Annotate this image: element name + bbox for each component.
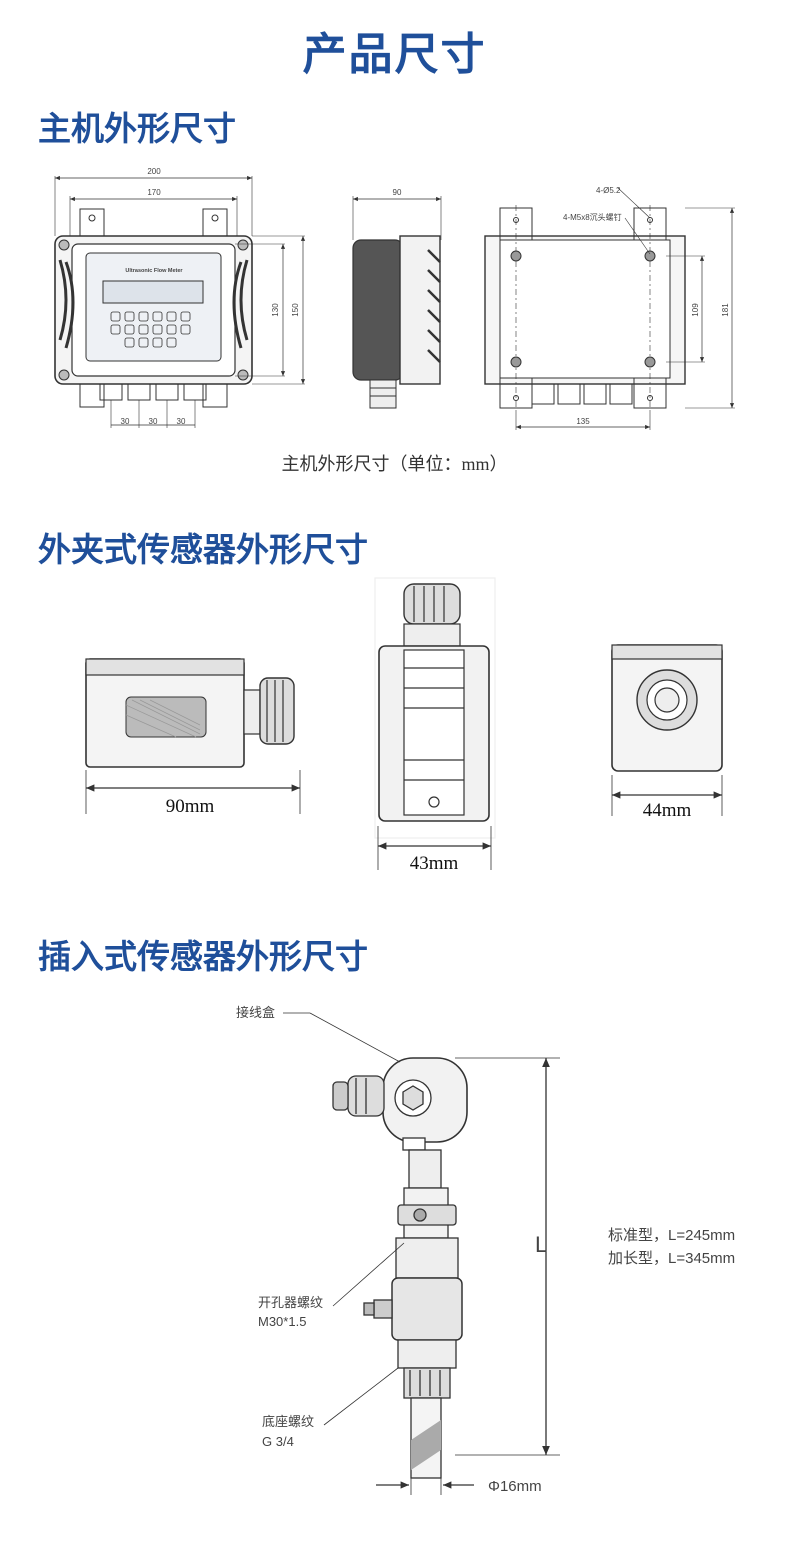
dim-90-label: 90 [393, 188, 402, 197]
diameter-label: Φ16mm [488, 1478, 542, 1495]
dim-109-label: 109 [691, 303, 700, 317]
host-caption: 主机外形尺寸（单位：mm） [281, 454, 508, 474]
opener-thread-spec: M30*1.5 [258, 1314, 306, 1329]
section-title-clamp: 外夹式传感器外形尺寸 [38, 531, 368, 568]
section-title-host: 主机外形尺寸 [38, 110, 236, 147]
host-back-view [484, 187, 735, 430]
insertion-sensor-drawing [283, 1012, 560, 1495]
clamp-sensor-side-view [85, 658, 301, 814]
host-front-view [54, 175, 306, 428]
clamp-length-label: 90mm [166, 796, 215, 817]
dim-30b-label: 30 [149, 417, 158, 426]
dim-130-label: 130 [271, 303, 280, 317]
dim-200-label: 200 [147, 167, 161, 176]
panel-label: Ultrasonic Flow Meter [125, 268, 183, 274]
dim-181-label: 181 [721, 303, 730, 317]
holes-label: 4-Ø5.2 [596, 186, 621, 195]
screws-label: 4-M5x8沉头螺钉 [563, 212, 622, 222]
clamp-sensor-front-view [374, 577, 496, 870]
dim-170-label: 170 [147, 188, 161, 197]
length-symbol: L [535, 1232, 547, 1257]
base-thread-label: 底座螺纹 [262, 1414, 314, 1429]
base-thread-spec: G 3/4 [262, 1434, 294, 1449]
dim-30a-label: 30 [121, 417, 130, 426]
host-side-view [352, 196, 442, 409]
junction-box-label: 接线盒 [236, 1005, 275, 1020]
dim-150-label: 150 [291, 303, 300, 317]
dim-30c-label: 30 [177, 417, 186, 426]
opener-thread-label: 开孔器螺纹 [258, 1295, 323, 1310]
clamp-depth-label: 44mm [643, 800, 692, 821]
section-title-insert: 插入式传感器外形尺寸 [38, 938, 368, 975]
standard-length-label: 标准型，L=245mm [608, 1227, 735, 1244]
extended-length-label: 加长型，L=345mm [608, 1250, 735, 1267]
page-title: 产品尺寸 [302, 30, 487, 79]
clamp-width-label: 43mm [410, 853, 459, 874]
dim-135-label: 135 [576, 417, 590, 426]
clamp-sensor-end-view [611, 644, 723, 816]
